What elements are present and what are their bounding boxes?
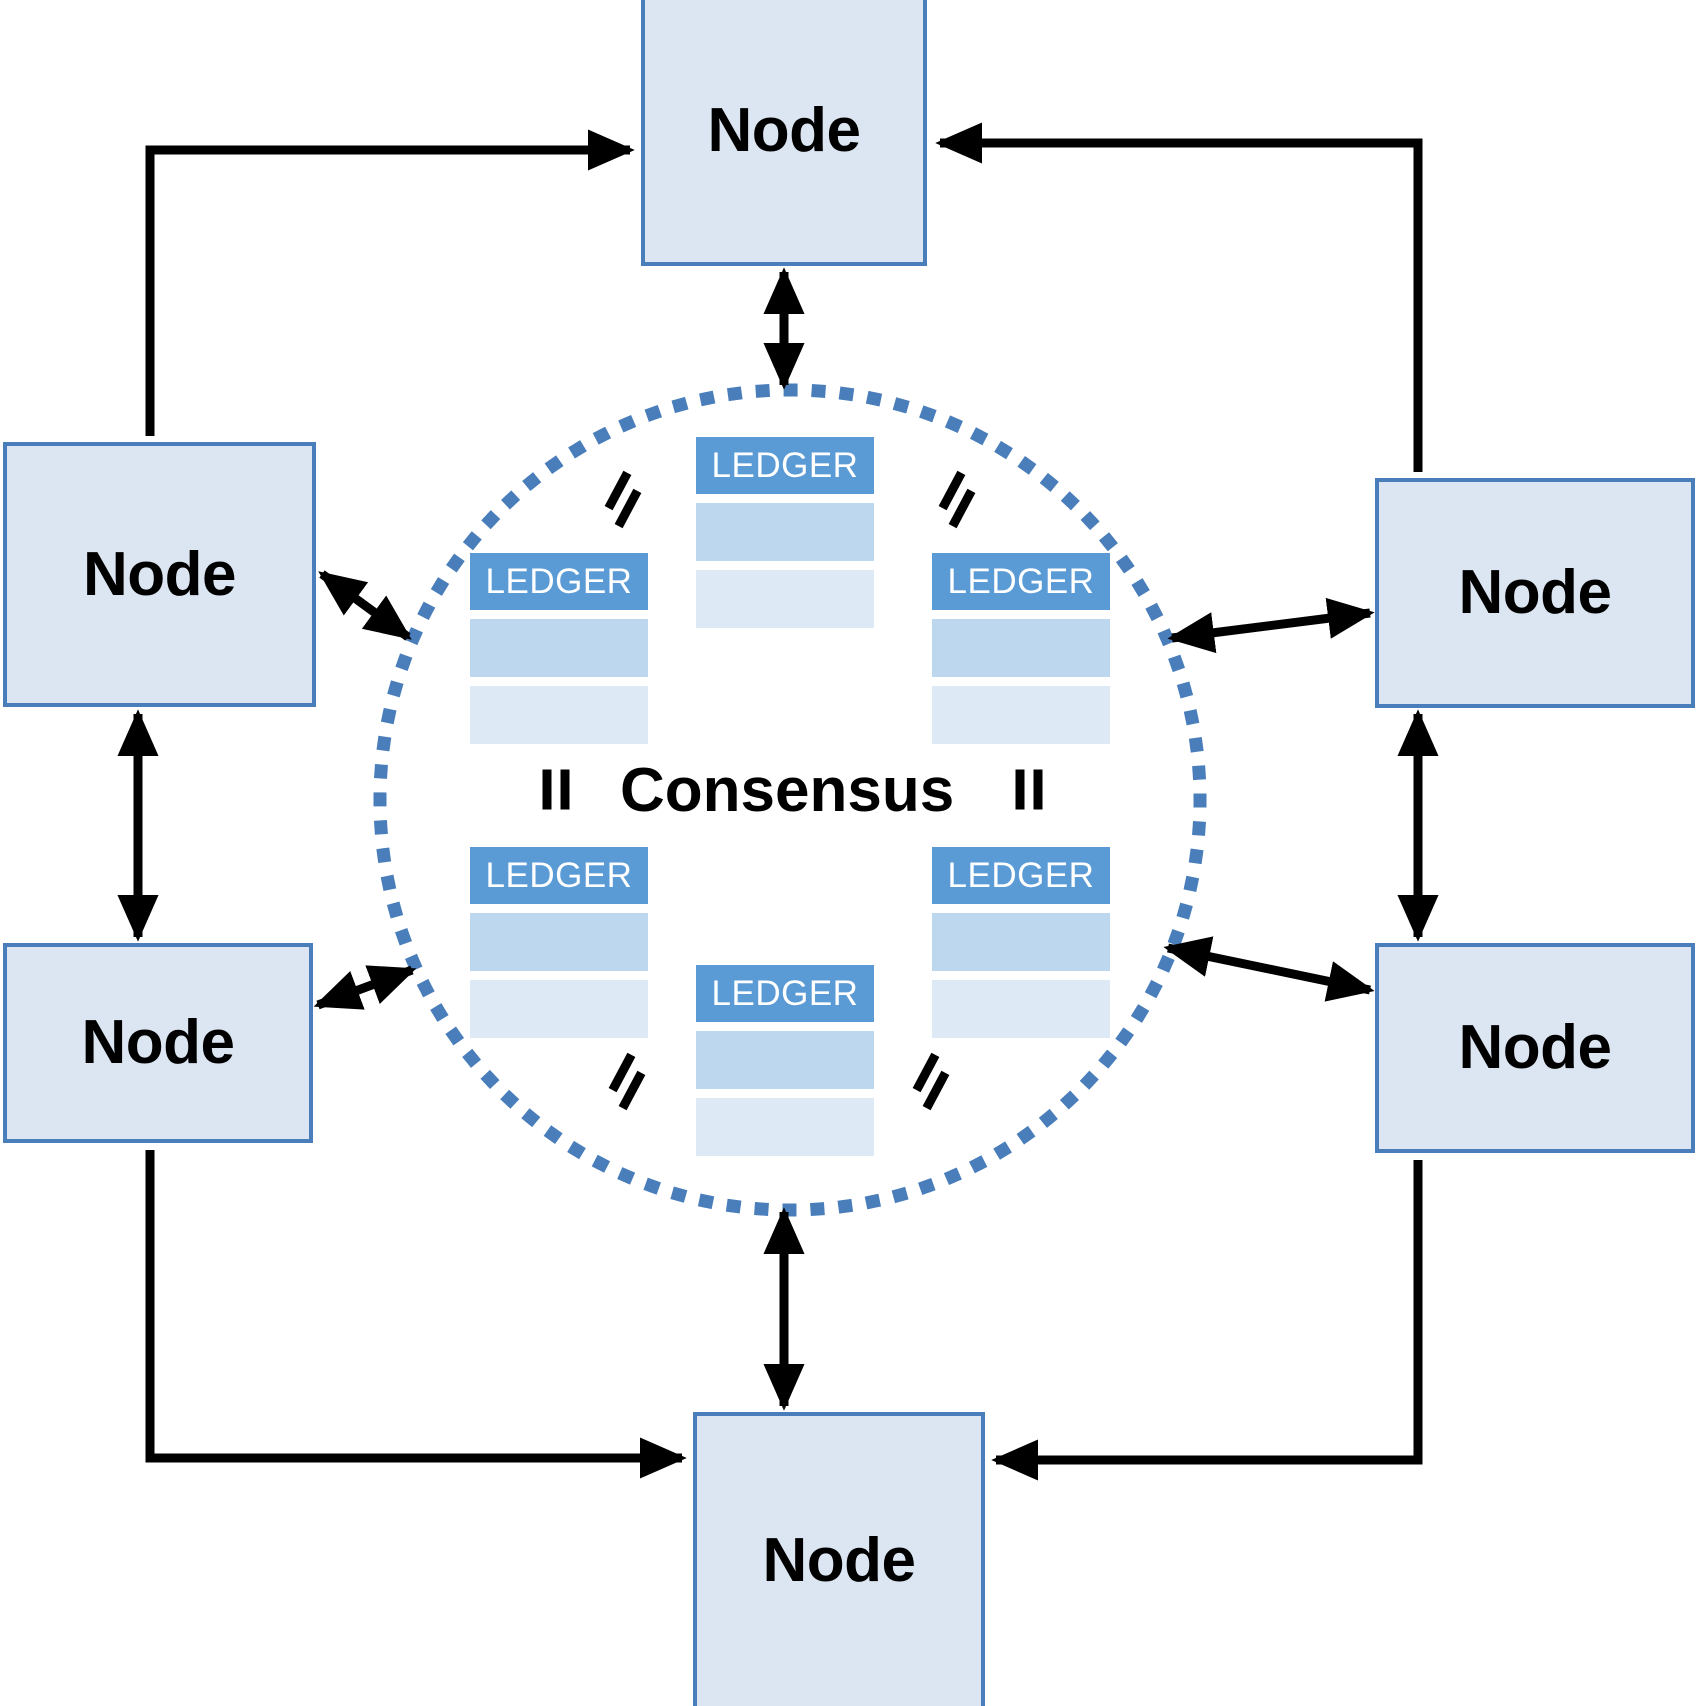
ledger-row (932, 686, 1110, 744)
ledger-row (470, 619, 648, 677)
ledger-row (696, 1031, 874, 1089)
ledger-header: LEDGER (696, 437, 874, 494)
conn-right-upper-to-top (935, 122, 1423, 472)
ledger-header: LEDGER (932, 847, 1110, 904)
ledger-row (470, 913, 648, 971)
ledger-lower-right[interactable]: LEDGER (932, 847, 1110, 1038)
conn-right-upper-to-circle (1167, 597, 1375, 654)
ledger-upper-left[interactable]: LEDGER (470, 553, 648, 744)
node-bottom[interactable]: Node (693, 1412, 985, 1706)
ledger-header: LEDGER (470, 847, 648, 904)
node-label: Node (83, 539, 237, 609)
node-left-upper[interactable]: Node (3, 442, 316, 707)
node-right-upper[interactable]: Node (1375, 478, 1695, 708)
ledger-top[interactable]: LEDGER (696, 437, 874, 628)
ledger-header: LEDGER (696, 965, 874, 1022)
ledger-row (696, 503, 874, 561)
ledger-row (470, 686, 648, 744)
conn-left-lower-to-circle (313, 965, 417, 1010)
ledger-header: LEDGER (470, 553, 648, 610)
ledger-row (696, 1098, 874, 1156)
node-label: Node (1458, 1013, 1613, 1082)
conn-right-lower-to-circle (1163, 936, 1375, 1002)
ledger-lower-left[interactable]: LEDGER (470, 847, 648, 1038)
equals-bottom-right-icon (908, 1052, 952, 1111)
node-label: Node (707, 96, 862, 165)
node-label: Node (1458, 558, 1613, 627)
ledger-upper-right[interactable]: LEDGER (932, 553, 1110, 744)
conn-left-upper-to-top (145, 129, 635, 436)
conn-right-lower-to-bottom (991, 1160, 1423, 1481)
equals-mid-right-icon (1008, 768, 1052, 812)
equals-top-left-icon (600, 470, 644, 529)
ledger-row (932, 619, 1110, 677)
conn-left-upper-to-circle (318, 570, 412, 641)
ledger-row (696, 570, 874, 628)
node-right-lower[interactable]: Node (1375, 943, 1695, 1153)
ledger-row (470, 980, 648, 1038)
ledger-bottom[interactable]: LEDGER (696, 965, 874, 1156)
ledger-header: LEDGER (932, 553, 1110, 610)
equals-bottom-left-icon (604, 1052, 648, 1111)
conn-left-lower-to-bottom (145, 1150, 687, 1479)
node-label: Node (762, 1526, 917, 1595)
node-label: Node (81, 1008, 236, 1077)
equals-mid-left-icon (535, 768, 579, 812)
consensus-label: Consensus (620, 756, 955, 825)
equals-top-right-icon (934, 470, 978, 529)
node-left-lower[interactable]: Node (3, 943, 313, 1143)
ledger-row (932, 980, 1110, 1038)
ledger-row (932, 913, 1110, 971)
node-top[interactable]: Node (641, 0, 927, 266)
